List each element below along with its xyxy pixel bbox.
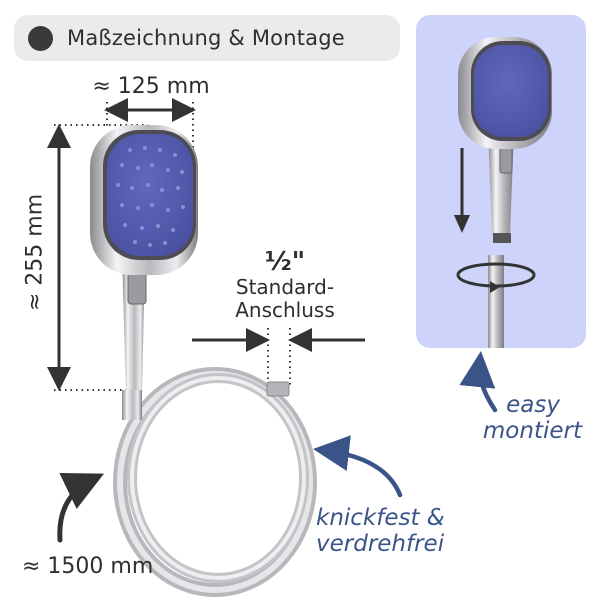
mount-callout-line1: easy (506, 392, 560, 418)
length-arrow (57, 472, 105, 543)
connector-size: ½" (264, 247, 306, 277)
connector-line2: Anschluss (235, 298, 335, 322)
mounting-illustration (454, 37, 552, 348)
height-dimension-label: ≈ 255 mm (22, 193, 48, 312)
spray-face (107, 134, 193, 256)
mount-callout-arrow (459, 351, 498, 413)
mount-callout-line2: montiert (482, 418, 582, 444)
down-arrow-icon (454, 215, 470, 233)
hose-coil (113, 367, 317, 597)
spray-nozzles (116, 146, 185, 247)
hose-callout-line2: verdrehfrei (316, 531, 445, 557)
hose-length-label: ≈ 1500 mm (22, 554, 154, 579)
hose-nut (266, 381, 290, 397)
section-title: Maßzeichnung & Montage (67, 26, 345, 50)
width-dimension-label: ≈ 125 mm (92, 74, 210, 99)
hose-callout-arrow (313, 435, 403, 498)
hose-callout: knickfest & verdrehfrei (316, 505, 445, 557)
connector-label: ½" Standard- Anschluss (205, 248, 365, 322)
mount-callout: easy montiert (462, 392, 582, 444)
bullet-icon (28, 25, 53, 51)
connector-line1: Standard- (235, 275, 335, 299)
section-header: Maßzeichnung & Montage (14, 15, 400, 61)
hose-callout-line1: knickfest & (316, 505, 445, 531)
mounting-panel (416, 15, 586, 348)
